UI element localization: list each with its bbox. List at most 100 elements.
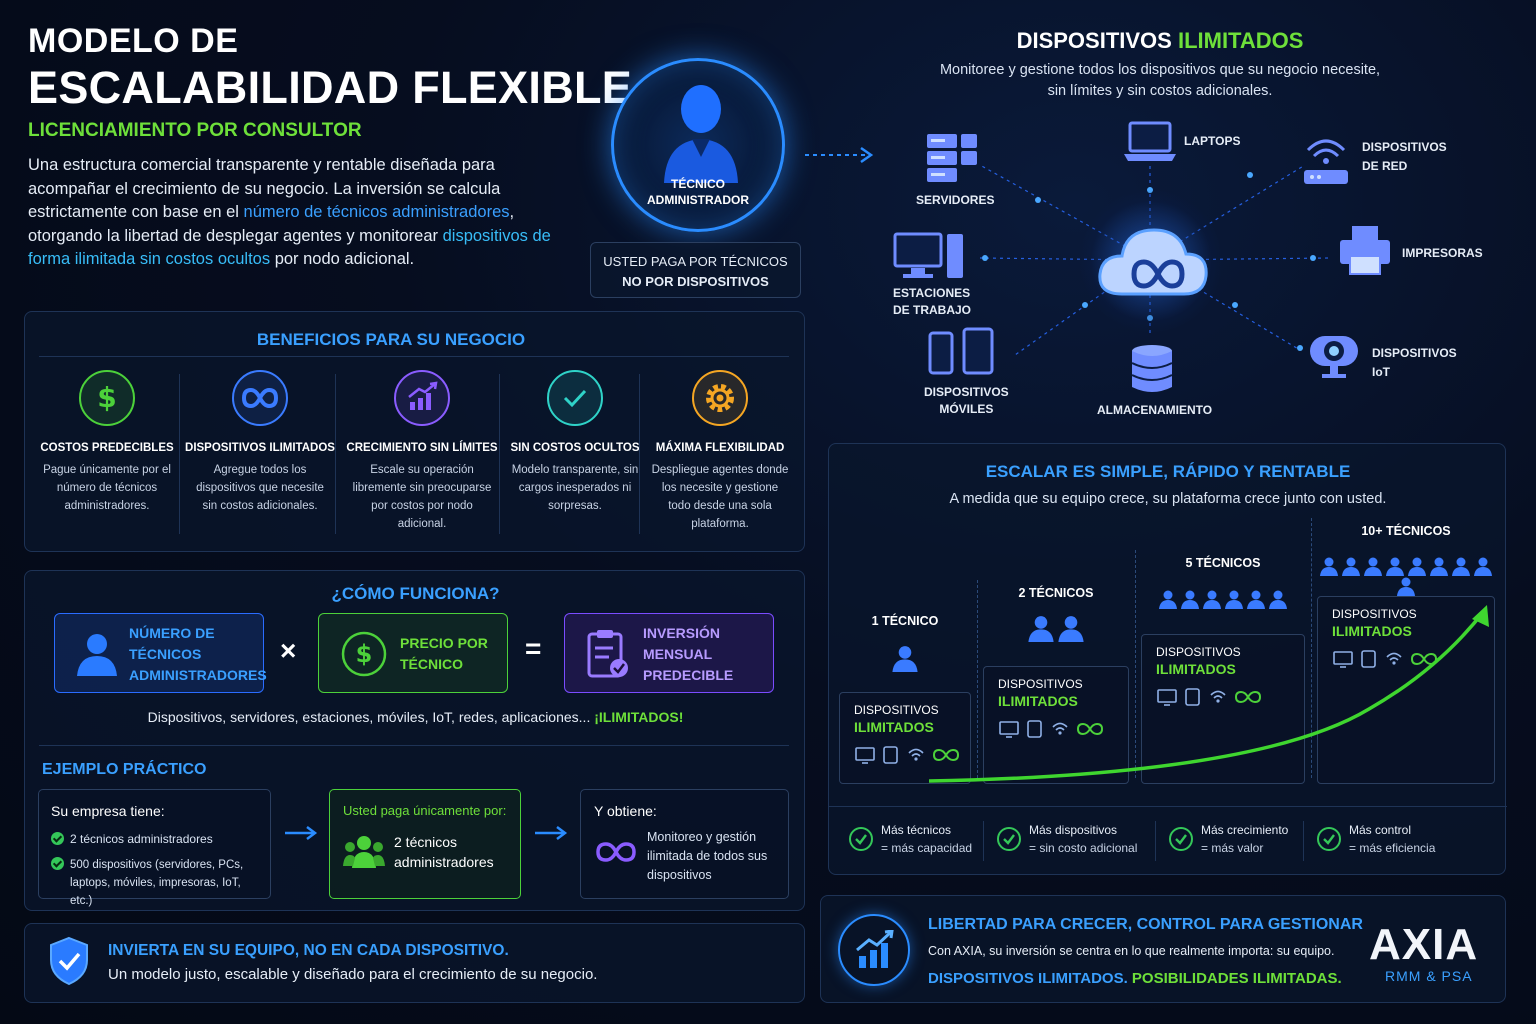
- router-icon: [1304, 139, 1348, 184]
- check-icon: [547, 370, 603, 426]
- device-icons: [999, 720, 1104, 738]
- node-laptops: LAPTOPS: [1184, 134, 1241, 148]
- devices-title: DISPOSITIVOS ILIMITADOS: [1016, 28, 1304, 53]
- invest-text: Un modelo justo, escalable y diseñado pa…: [108, 966, 598, 983]
- footer-panel: LIBERTAD PARA CRECER, CONTROL PARA GESTI…: [820, 895, 1506, 1003]
- check-icon: [849, 827, 873, 851]
- person-icon: [1028, 616, 1054, 642]
- person-icon: [1474, 557, 1492, 576]
- example-company-box: Su empresa tiene: 2 técnicos administrad…: [38, 789, 271, 907]
- node-iot-devices: DISPOSITIVOS IoT: [1372, 346, 1457, 379]
- person-icon: [1397, 577, 1415, 596]
- arrow-right-icon: [535, 826, 568, 840]
- node-network-devices: DISPOSITIVOS DE RED: [1362, 140, 1447, 173]
- growth-chart-icon: [394, 370, 450, 426]
- dollar-icon: $: [341, 631, 387, 677]
- node-workstations: ESTACIONES DE TRABAJO: [893, 286, 972, 317]
- check-icon: [51, 832, 64, 845]
- person-icon: [1320, 557, 1338, 576]
- formula-investment-box: INVERSIÓN MENSUAL PREDECIBLE: [564, 613, 774, 693]
- tier-devices-box: DISPOSITIVOS ILIMITADOS: [839, 692, 971, 784]
- tier-people: [983, 614, 1129, 642]
- svg-text:$: $: [97, 381, 116, 414]
- laptop-icon: [1124, 121, 1176, 161]
- benefit-item: DISPOSITIVOS ILIMITADOS Agregue todos lo…: [185, 370, 335, 540]
- benefit-text: Modelo transparente, sin cargos inespera…: [511, 464, 639, 512]
- shield-check-icon: [50, 936, 88, 986]
- arrow-right-icon: [805, 146, 874, 164]
- person-icon: [1386, 557, 1404, 576]
- person-icon: [1269, 590, 1287, 609]
- clipboard-check-icon: [587, 630, 628, 678]
- node-servers: SERVIDORES: [916, 193, 995, 207]
- benefit-item: MÁXIMA FLEXIBILIDAD Despliegue agentes d…: [645, 370, 795, 540]
- footer-title: LIBERTAD PARA CRECER, CONTROL PARA GESTI…: [928, 916, 1363, 933]
- tier-label: 5 TÉCNICOS: [1185, 556, 1261, 570]
- tier-devices-box: DISPOSITIVOS ILIMITADOS: [1317, 596, 1495, 784]
- page-title-line1: MODELO DE: [28, 22, 239, 60]
- dollar-icon: $: [79, 370, 135, 426]
- tier-people: [1141, 589, 1305, 609]
- scale-benefit: Más técnicos = más capacidad: [849, 821, 1009, 861]
- benefit-title: CRECIMIENTO SIN LÍMITES: [346, 442, 498, 454]
- printer-icon: [1340, 226, 1390, 275]
- unlimited-line: Dispositivos, servidores, estaciones, mó…: [147, 709, 684, 725]
- person-icon: [1364, 557, 1382, 576]
- formula-technicians-box: NÚMERO DE TÉCNICOS ADMINISTRADORES: [54, 613, 267, 693]
- scale-tier: 5 TÉCNICOS DISPOSITIVOS ILIMITADOS: [1141, 444, 1305, 804]
- gear-icon: [692, 370, 748, 426]
- device-icons: [1157, 688, 1262, 706]
- device-icons: [855, 746, 960, 764]
- node-mobile-devices: DISPOSITIVOS MÓVILES: [924, 385, 1009, 416]
- person-icon: [1225, 590, 1243, 609]
- check-icon: [997, 827, 1021, 851]
- growth-chart-icon: [838, 914, 910, 986]
- benefit-title: MÁXIMA FLEXIBILIDAD: [655, 442, 785, 454]
- benefit-item: $ COSTOS PREDECIBLES Pague únicamente po…: [37, 370, 177, 540]
- brand-logo: AXIA: [1369, 920, 1479, 969]
- person-icon: [1181, 590, 1199, 609]
- person-icon: [1430, 557, 1448, 576]
- footer-tagline: DISPOSITIVOS ILIMITADOS. POSIBILIDADES I…: [928, 970, 1342, 987]
- infinity-icon: [232, 370, 288, 426]
- scale-tier: 1 TÉCNICO DISPOSITIVOS ILIMITADOS: [839, 444, 971, 804]
- benefit-text: Agregue todos los dispositivos que neces…: [196, 464, 324, 512]
- tier-label: 1 TÉCNICO: [871, 614, 939, 628]
- example-obtain-box: Y obtiene: Monitoreo y gestión ilimitada…: [580, 789, 789, 899]
- person-icon: [1408, 557, 1426, 576]
- example-title: EJEMPLO PRÁCTICO: [42, 761, 207, 778]
- footer-text: Con AXIA, su inversión se centra en lo q…: [928, 944, 1335, 958]
- pay-by-technician-box: USTED PAGA POR TÉCNICOS NO POR DISPOSITI…: [590, 242, 801, 298]
- mobile-devices-icon: [928, 327, 994, 375]
- benefit-title: COSTOS PREDECIBLES: [40, 442, 174, 454]
- person-icon: [1247, 590, 1265, 609]
- invest-title: INVIERTA EN SU EQUIPO, NO EN CADA DISPOS…: [108, 942, 509, 959]
- benefit-item: SIN COSTOS OCULTOS Modelo transparente, …: [505, 370, 645, 540]
- benefit-title: SIN COSTOS OCULTOS: [510, 442, 640, 454]
- scale-tier: 10+ TÉCNICOS DISPOSITIVOS ILIMITADOS: [1317, 444, 1495, 804]
- tier-label: 10+ TÉCNICOS: [1361, 524, 1451, 538]
- technician-label-line1: TÉCNICO: [671, 177, 725, 191]
- formula-times: ×: [280, 635, 297, 666]
- infinity-icon: [596, 842, 636, 862]
- scale-panel: ESCALAR ES SIMPLE, RÁPIDO Y RENTABLE A m…: [828, 443, 1507, 875]
- formula-price-box: $ PRECIO POR TÉCNICO: [318, 613, 508, 693]
- brand-subtitle: RMM & PSA: [1385, 968, 1473, 984]
- tier-label: 2 TÉCNICOS: [1018, 586, 1094, 600]
- scale-title: ESCALAR ES SIMPLE, RÁPIDO Y RENTABLE: [985, 462, 1351, 481]
- scale-benefit: Más dispositivos = sin costo adicional: [997, 821, 1157, 861]
- technician-circle: TÉCNICO ADMINISTRADOR: [611, 58, 785, 232]
- iot-camera-icon: [1310, 336, 1358, 378]
- benefit-text: Escale su operación libremente sin preoc…: [352, 464, 492, 530]
- svg-text:$: $: [356, 640, 373, 668]
- devices-desc-line1: Monitoree y gestione todos los dispositi…: [939, 62, 1381, 78]
- invest-panel: INVIERTA EN SU EQUIPO, NO EN CADA DISPOS…: [24, 923, 805, 1003]
- example-pay-box: Usted paga únicamente por: 2 técnicos ad…: [329, 789, 521, 899]
- intro-highlight-technicians: número de técnicos administradores: [243, 203, 510, 221]
- benefits-panel: BENEFICIOS PARA SU NEGOCIO $ COSTOS PRED…: [24, 311, 805, 552]
- person-icon: [1452, 557, 1470, 576]
- node-storage: ALMACENAMIENTO: [1097, 403, 1213, 417]
- device-icons: [1333, 650, 1438, 668]
- user-icon: [77, 634, 117, 676]
- tier-people: [839, 644, 971, 672]
